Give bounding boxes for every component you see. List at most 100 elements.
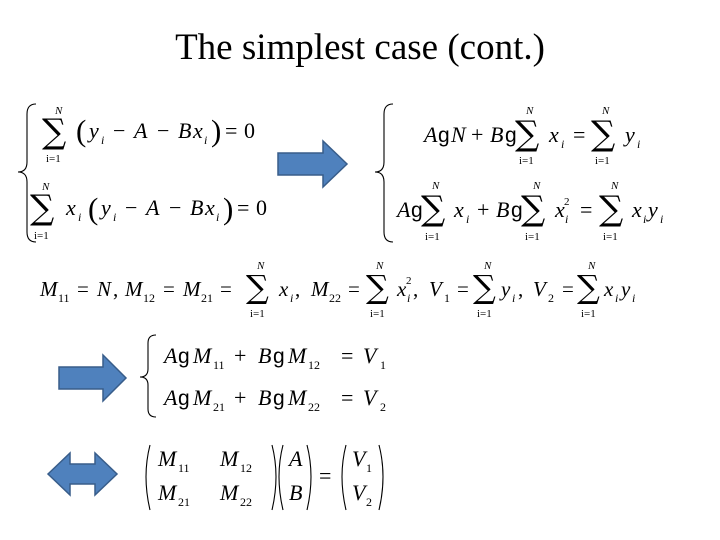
summation-symbol: ∑ [591, 114, 615, 154]
svg-text:=: = [341, 385, 353, 410]
svg-text:=: = [580, 197, 592, 222]
svg-text:i=1: i=1 [425, 231, 440, 243]
svg-text:N: N [41, 181, 50, 193]
svg-text:N: N [375, 260, 384, 272]
svg-text:=: = [237, 195, 249, 220]
m-eq-1: A g M 11 + B g M 12 = V 1 [162, 343, 386, 372]
svg-text:+: + [234, 385, 246, 410]
svg-text:21: 21 [178, 495, 190, 509]
summation-symbol: ∑ [246, 268, 269, 306]
svg-text:V: V [533, 277, 548, 301]
svg-text:12: 12 [143, 291, 155, 305]
svg-text:2: 2 [366, 495, 372, 509]
matrix-m-right-paren [271, 444, 277, 511]
svg-text:11: 11 [213, 358, 225, 372]
svg-text:M: M [219, 446, 240, 471]
svg-text:=: = [457, 277, 469, 301]
svg-text:,: , [413, 277, 418, 301]
svg-text:2: 2 [380, 400, 386, 414]
svg-text:y: y [499, 277, 511, 301]
svg-text:g: g [438, 124, 450, 147]
svg-text:): ) [211, 113, 221, 148]
summation-symbol: ∑ [30, 188, 54, 228]
svg-text:A: A [144, 195, 160, 220]
svg-text:x: x [554, 197, 565, 222]
svg-text:N: N [96, 277, 112, 301]
svg-text:x: x [453, 197, 464, 222]
svg-text:M: M [124, 277, 144, 301]
right-eq-1: A g N + B g N ∑ i=1 x i = N ∑ i=1 y i [422, 105, 640, 167]
svg-text:0: 0 [244, 118, 255, 143]
svg-text:(: ( [88, 191, 98, 226]
svg-text:N: N [256, 260, 265, 272]
svg-text:22: 22 [329, 291, 341, 305]
svg-text:i: i [407, 291, 410, 305]
svg-text:N: N [610, 180, 619, 192]
m-equation-system: A g M 11 + B g M 12 = V 1 A g M 21 + B g… [139, 334, 386, 418]
svg-text:g: g [273, 387, 285, 410]
vector-v-right-paren [378, 444, 384, 511]
svg-text:2: 2 [406, 275, 412, 287]
svg-text:i: i [637, 137, 640, 151]
svg-text:,: , [518, 277, 523, 301]
svg-text:−: − [125, 195, 137, 220]
svg-text:i: i [78, 210, 81, 224]
svg-text:i: i [660, 212, 663, 226]
svg-text:i: i [632, 291, 635, 305]
svg-text:g: g [511, 199, 523, 222]
svg-text:i: i [615, 291, 618, 305]
left-equation-system: N ∑ i=1 ( y i − A − B x i ) = 0 N ∑ i=1 … [17, 103, 267, 243]
sum-upper-limit: N [54, 105, 63, 117]
svg-text:=: = [562, 277, 574, 301]
svg-text:−: − [169, 195, 181, 220]
svg-text:i: i [643, 212, 646, 226]
svg-text:,: , [113, 277, 118, 301]
svg-text:i: i [204, 133, 207, 147]
svg-text:1: 1 [444, 291, 450, 305]
svg-text:12: 12 [240, 461, 252, 475]
svg-text:i=1: i=1 [370, 308, 385, 320]
svg-text:1: 1 [366, 461, 372, 475]
svg-text:0: 0 [256, 195, 267, 220]
svg-text:21: 21 [201, 291, 213, 305]
svg-text:N: N [431, 180, 440, 192]
svg-text:V: V [363, 385, 379, 410]
svg-text:N: N [483, 260, 492, 272]
svg-text:M: M [157, 480, 178, 505]
svg-text:11: 11 [178, 461, 190, 475]
svg-text:,: , [295, 277, 300, 301]
svg-text:i=1: i=1 [595, 155, 610, 167]
sum-lower-limit: i=1 [46, 153, 61, 165]
svg-text:g: g [411, 199, 423, 222]
svg-text:1: 1 [380, 358, 386, 372]
svg-text:V: V [352, 446, 368, 471]
svg-text:−: − [113, 118, 125, 143]
svg-text:A: A [132, 118, 148, 143]
svg-text:=: = [77, 277, 89, 301]
svg-text:y: y [99, 195, 111, 220]
svg-text:): ) [223, 191, 233, 226]
svg-text:2: 2 [548, 291, 554, 305]
svg-text:M: M [287, 343, 308, 368]
svg-text:M: M [310, 277, 330, 301]
svg-text:y: y [646, 197, 658, 222]
svg-text:=: = [163, 277, 175, 301]
svg-text:A: A [395, 197, 411, 222]
left-eq-2: N ∑ i=1 x i ( y i − A − B x i ) = 0 [30, 181, 267, 242]
svg-text:=: = [319, 463, 331, 488]
svg-text:22: 22 [308, 400, 320, 414]
m-system-brace [139, 334, 157, 418]
svg-text:M: M [182, 277, 202, 301]
svg-text:A: A [162, 343, 178, 368]
svg-text:M: M [192, 385, 213, 410]
summation-symbol: ∑ [366, 268, 389, 306]
svg-text:i: i [101, 133, 104, 147]
left-system-brace [17, 103, 37, 243]
svg-text:2: 2 [564, 196, 570, 208]
svg-text:i=1: i=1 [250, 308, 265, 320]
slide-title: The simplest case (cont.) [175, 27, 545, 68]
svg-text:i: i [512, 291, 515, 305]
svg-text:A: A [287, 446, 303, 471]
svg-text:+: + [477, 197, 489, 222]
